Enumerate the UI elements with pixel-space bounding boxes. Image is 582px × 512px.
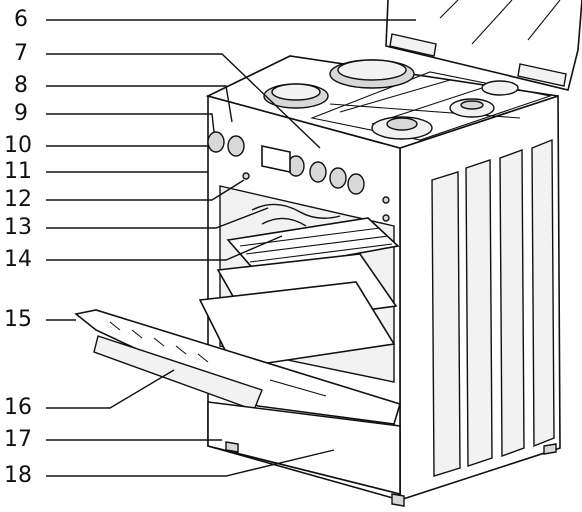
- leader-9: [46, 113, 215, 133]
- callout-8: 8: [14, 73, 28, 98]
- hotplates: [263, 59, 415, 109]
- deep-tray: [198, 281, 396, 369]
- leader-18: [46, 449, 335, 477]
- callout-13: 13: [4, 215, 32, 240]
- burners: [371, 80, 519, 140]
- callout-7: 7: [14, 41, 28, 66]
- lid-hinges: [389, 33, 567, 87]
- leader-8: [46, 85, 233, 123]
- indicator-lamps: [242, 172, 390, 222]
- storage-drawer: [207, 401, 401, 496]
- oven-door: [74, 309, 401, 425]
- callout-6: 6: [14, 7, 28, 32]
- side-embossing: [431, 138, 555, 477]
- wire-shelf-bars: [239, 227, 393, 263]
- door-vents: [109, 321, 327, 397]
- leader-14: [46, 235, 283, 261]
- leader-13: [46, 207, 269, 229]
- callout-11: 11: [4, 159, 32, 184]
- control-knobs: [207, 131, 365, 195]
- leader-7: [46, 53, 321, 149]
- callout-9: 9: [14, 101, 28, 126]
- callout-10: 10: [4, 133, 32, 158]
- callout-18: 18: [4, 463, 32, 488]
- leader-16: [46, 369, 175, 409]
- callout-17: 17: [4, 427, 32, 452]
- feet: [225, 441, 557, 507]
- cooktop: [205, 55, 559, 149]
- timer-display: [261, 145, 291, 173]
- leader-12: [46, 179, 245, 201]
- callout-14: 14: [4, 247, 32, 272]
- callout-16: 16: [4, 395, 32, 420]
- callout-15: 15: [4, 307, 32, 332]
- gas-burner-grids: [310, 71, 553, 141]
- grill-element: [251, 203, 341, 227]
- callout-12: 12: [4, 187, 32, 212]
